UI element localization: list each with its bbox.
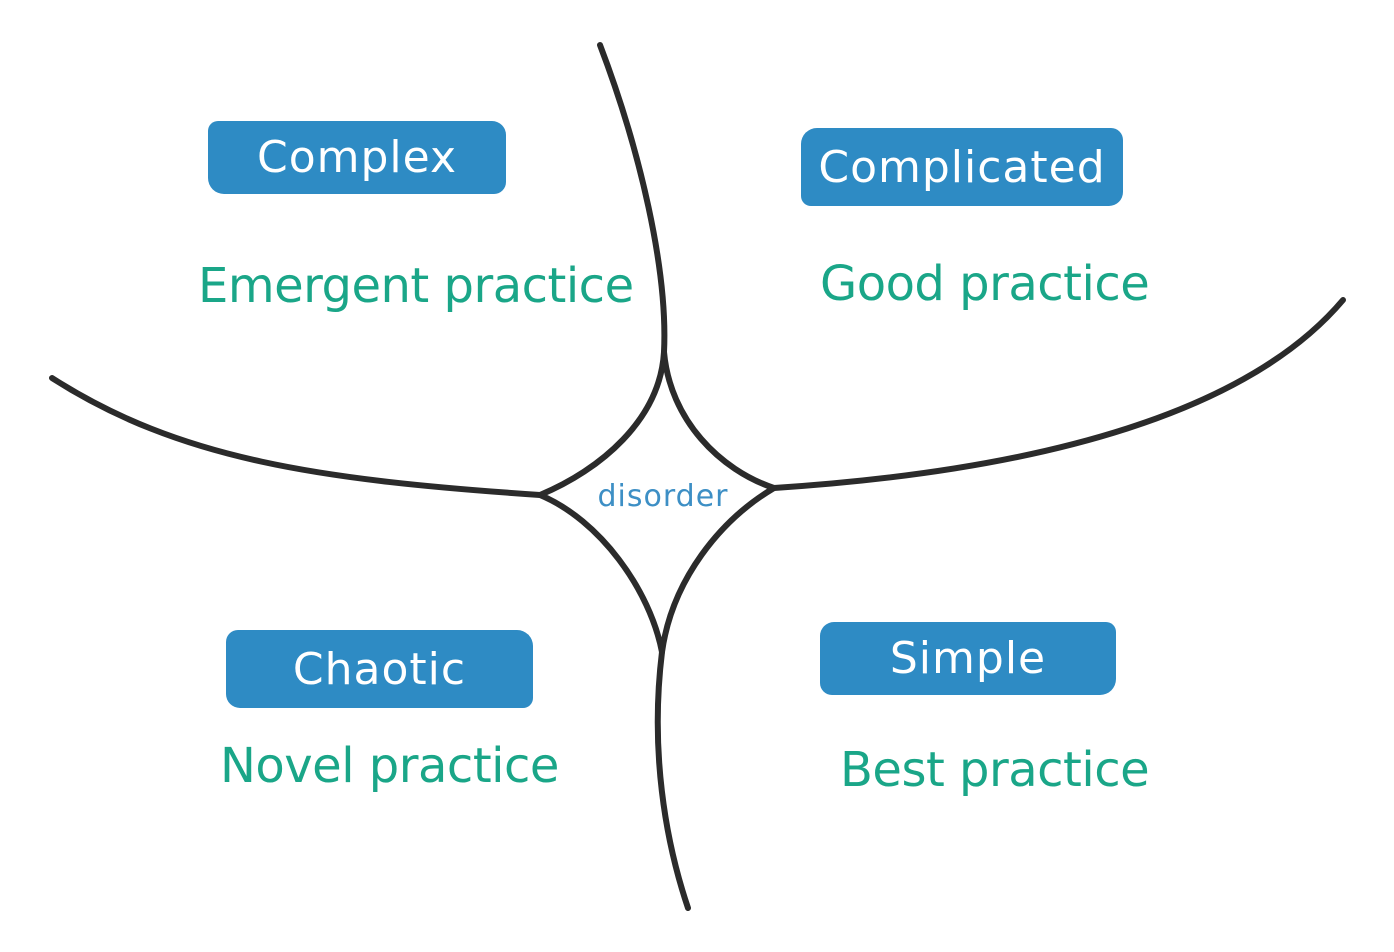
disorder-label: disorder — [597, 479, 729, 514]
domain-label-text: Simple — [889, 633, 1047, 684]
boundary-line-right — [771, 297, 1346, 491]
domain-label-complicated: Complicated — [801, 128, 1123, 206]
domain-label-simple: Simple — [820, 622, 1116, 695]
practice-good: Good practice — [820, 256, 1150, 312]
boundary-line-top — [597, 42, 668, 355]
practice-novel: Novel practice — [220, 738, 559, 794]
domain-label-text: Chaotic — [292, 643, 467, 695]
domain-label-text: Complicated — [818, 141, 1106, 193]
boundary-line-bottom — [654, 649, 691, 911]
domain-label-text: Complex — [257, 132, 457, 183]
disorder-boundary — [537, 349, 777, 655]
domain-label-chaotic: Chaotic — [226, 630, 533, 708]
boundary-line-left — [49, 375, 543, 498]
practice-best: Best practice — [840, 742, 1150, 798]
domain-label-complex: Complex — [208, 121, 506, 194]
practice-emergent: Emergent practice — [198, 258, 634, 314]
